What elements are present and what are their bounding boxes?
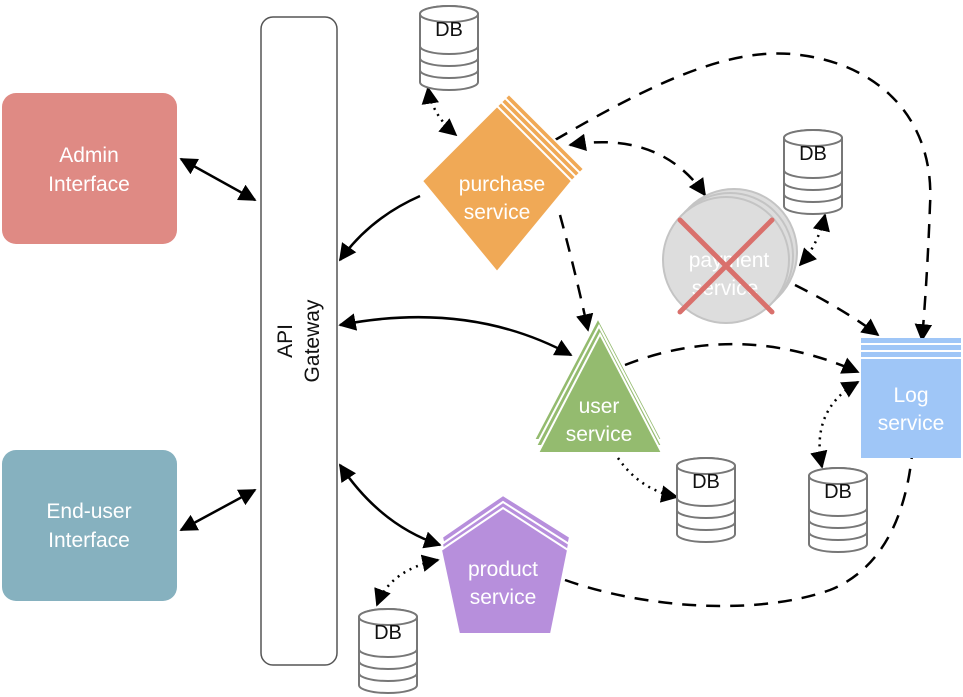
user-service-label-1: user [579, 395, 620, 418]
purchase-db-link [421, 86, 458, 137]
purchase-service-label-2: service [464, 201, 531, 224]
enduser-interface-label-2: Interface [48, 529, 130, 552]
db-layer [676, 509, 736, 519]
service-dashed-links [554, 52, 933, 608]
user-log-link [624, 342, 860, 374]
admin-interface-label-2: Interface [48, 173, 130, 196]
payment-log-link [794, 283, 880, 337]
product-log-link [564, 454, 914, 608]
db-label: DB [435, 19, 463, 41]
admin-gateway-link [179, 157, 257, 202]
db-top [676, 457, 736, 475]
gateway-product-link [338, 463, 442, 549]
db-top [783, 129, 843, 147]
user-db-link [616, 457, 679, 503]
db-label: DB [692, 471, 720, 493]
db-top [808, 467, 868, 485]
user-service-label-2: service [566, 423, 633, 446]
failed-cross-icon [677, 217, 775, 315]
db-layer [783, 193, 843, 203]
db-layer [358, 648, 418, 658]
db-top [419, 5, 479, 23]
database-icon-user: DB [676, 457, 736, 543]
log-service-label-2: service [878, 412, 945, 435]
purchase-service-node[interactable]: purchase service [420, 92, 586, 274]
admin-interface-box[interactable]: Admin Interface [2, 93, 177, 244]
api-gateway-box[interactable]: API Gateway [260, 16, 338, 666]
log-service-label-1: Log [893, 384, 928, 407]
database-icon-purchase: DB [419, 5, 479, 91]
db-layer [676, 521, 736, 531]
payment-db-link [798, 213, 830, 267]
db-layer [419, 69, 479, 79]
database-icon-payment: DB [783, 129, 843, 215]
product-db-link [374, 554, 440, 607]
purchase-service-label-1: purchase [459, 173, 545, 196]
payment-service-node[interactable]: payment service [662, 188, 798, 324]
db-layer [358, 660, 418, 670]
db-layer [676, 497, 736, 507]
db-dotted-links [374, 86, 860, 607]
purchase-gateway-link [338, 194, 421, 262]
db-top [358, 608, 418, 626]
db-layer [783, 181, 843, 191]
product-service-node[interactable]: product service [439, 493, 572, 635]
database-icon-log: DB [808, 467, 868, 553]
db-layer [419, 57, 479, 67]
db-layer [783, 169, 843, 179]
db-layer [808, 519, 868, 529]
database-icon-product: DB [358, 608, 418, 694]
db-label: DB [799, 143, 827, 165]
purchase-payment-link [568, 133, 707, 197]
api-gateway-label-2: Gateway [301, 299, 324, 382]
product-service-label-1: product [468, 558, 538, 581]
log-db-link [810, 380, 860, 469]
admin-interface-label-1: Admin [59, 144, 119, 167]
db-layer [808, 531, 868, 541]
purchase-user-link [558, 214, 594, 332]
db-layer [808, 507, 868, 517]
gateway-connections [179, 157, 573, 549]
db-label: DB [374, 622, 402, 644]
purchase-log-link [554, 52, 933, 342]
product-service-label-2: service [470, 586, 537, 609]
log-service-node[interactable]: Log service [861, 338, 961, 458]
user-service-node[interactable]: user service [532, 315, 664, 454]
db-layer [419, 45, 479, 55]
enduser-interface-box[interactable]: End-user Interface [2, 450, 177, 601]
enduser-interface-label-1: End-user [46, 500, 131, 523]
gateway-user-link [338, 313, 573, 357]
api-gateway-label-1: API [274, 324, 297, 358]
enduser-gateway-link [179, 488, 257, 532]
db-layer [358, 672, 418, 682]
db-label: DB [824, 481, 852, 503]
